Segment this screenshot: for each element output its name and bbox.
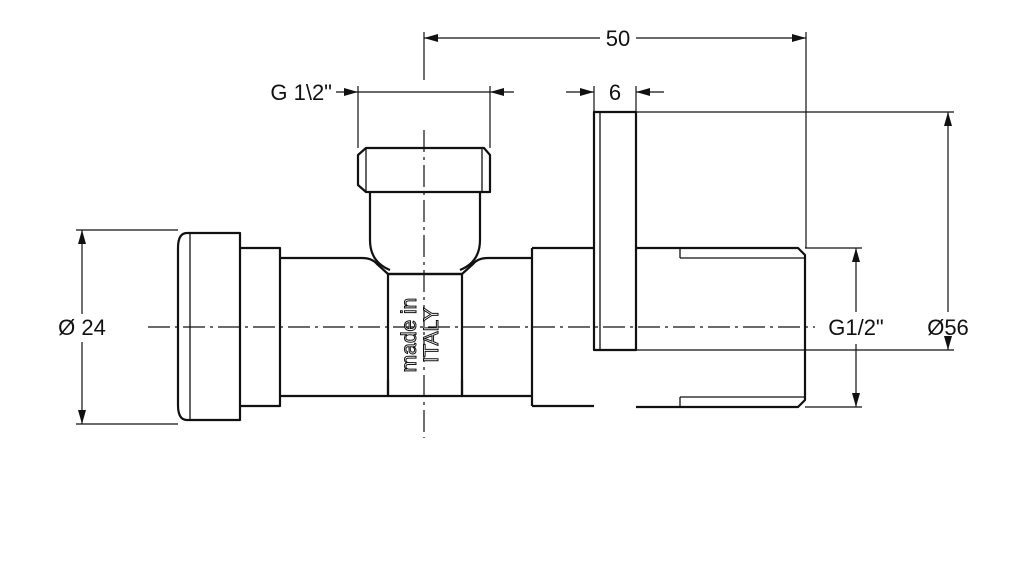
inlet-cap: [176, 231, 242, 422]
top-outlet: [356, 146, 492, 272]
made-in-italy-engraving: made in ITALY: [398, 297, 444, 373]
dimension-inlet-diameter: Ø 24: [46, 229, 178, 425]
engraving-line-2: ITALY: [420, 307, 443, 362]
threaded-spigot: [636, 246, 807, 409]
dimension-top-thread-label: G 1\2": [270, 80, 332, 105]
dimension-overall-length-label: 50: [606, 26, 630, 51]
dimension-flange-diameter-label: Ø56: [927, 315, 969, 340]
dimension-flange-thickness-label: 6: [609, 80, 621, 105]
dimension-outlet-thread: G1/2": [805, 247, 884, 408]
dimension-flange-diameter: Ø56: [636, 111, 969, 351]
valve-body: [240, 246, 594, 408]
dimension-inlet-diameter-label: Ø 24: [58, 315, 106, 340]
wall-flange: [592, 110, 638, 352]
engraving-line-1: made in: [398, 298, 421, 373]
dimension-flange-thickness: 6: [566, 80, 664, 112]
dimension-overall-length: 50: [423, 26, 807, 248]
dimension-top-thread: G 1\2": [270, 80, 514, 148]
dimension-outlet-thread-label: G1/2": [828, 315, 884, 340]
